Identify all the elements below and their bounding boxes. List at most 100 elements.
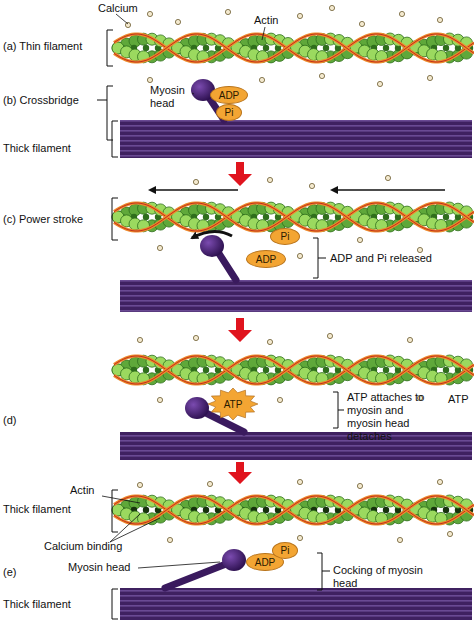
myosin-head xyxy=(185,397,209,419)
calcium-ion xyxy=(377,81,382,86)
calcium-ion xyxy=(297,13,302,18)
leader-line xyxy=(192,93,194,94)
part-label: Myosin head xyxy=(68,561,140,574)
thin-filament xyxy=(112,202,474,232)
thin-filament xyxy=(112,355,474,385)
actin-core xyxy=(323,507,329,513)
tropomyosin xyxy=(114,356,474,384)
calcium-ion xyxy=(417,247,422,252)
bracket xyxy=(112,121,118,157)
molecule-name: ADP xyxy=(255,557,276,568)
molecule-name: ADP xyxy=(219,90,240,101)
actin-core xyxy=(383,367,389,373)
atp-starburst: ATP xyxy=(207,387,259,421)
part-label: (e) xyxy=(3,566,33,579)
molecule-oval: ADP xyxy=(210,86,248,104)
calcium-ion xyxy=(357,483,362,488)
tropomyosin xyxy=(114,496,474,524)
calcium-ion xyxy=(147,11,152,16)
tropomyosin xyxy=(114,356,474,384)
actin-core xyxy=(203,45,209,51)
molecule-oval: Pi xyxy=(270,228,300,245)
calcium-ion xyxy=(207,481,212,486)
part-label: (b) Crossbridge xyxy=(3,94,98,107)
actin-core xyxy=(263,507,269,513)
part-label: Thick filament xyxy=(3,598,103,611)
leader-line xyxy=(110,514,160,542)
calcium-ion xyxy=(137,337,142,342)
thin-filament xyxy=(112,33,474,63)
part-label: Calcium binding xyxy=(44,540,144,553)
motion-arrow xyxy=(192,231,232,238)
actin-core xyxy=(203,507,209,513)
calcium-ion xyxy=(267,339,272,344)
actin-core xyxy=(383,214,389,220)
calcium-ion xyxy=(297,253,302,258)
calcium-ion xyxy=(319,73,324,78)
bracket xyxy=(107,30,113,66)
molecule-oval: Pi xyxy=(216,104,242,121)
tropomyosin xyxy=(114,356,474,384)
actin-core xyxy=(263,214,269,220)
thick-filament xyxy=(120,280,472,312)
part-label: Actin xyxy=(254,14,294,27)
calcium-ion xyxy=(399,11,404,16)
step-arrow xyxy=(228,462,252,484)
tropomyosin xyxy=(114,356,474,384)
myosin-neck xyxy=(165,564,226,588)
tropomyosin xyxy=(114,203,474,231)
tropomyosin xyxy=(114,496,474,524)
motion-arrow xyxy=(150,189,238,190)
bracket xyxy=(317,553,330,590)
calcium-ion xyxy=(157,397,162,402)
bracket xyxy=(313,238,326,278)
part-label: (d) xyxy=(3,414,33,427)
leader-line xyxy=(262,27,265,40)
actin-core xyxy=(443,45,449,51)
part-label: (c) Power stroke xyxy=(3,213,108,226)
actin-core xyxy=(323,367,329,373)
part-label: Thick filament xyxy=(3,142,103,155)
motion-arrow xyxy=(332,189,445,190)
actin-core xyxy=(323,45,329,51)
leader-line xyxy=(116,14,128,24)
calcium-ion xyxy=(167,537,172,542)
calcium-ion xyxy=(125,22,130,27)
part-label: ATP xyxy=(448,393,474,406)
actin-core xyxy=(443,214,449,220)
part-label: ADP and Pi released xyxy=(330,252,465,265)
bracket xyxy=(112,490,118,532)
calcium-ion xyxy=(329,5,334,10)
molecule-name: Pi xyxy=(225,107,234,118)
calcium-ion xyxy=(137,482,142,487)
actin-core xyxy=(443,367,449,373)
actin-core xyxy=(443,507,449,513)
tropomyosin xyxy=(114,34,474,62)
part-label: (a) Thin filament xyxy=(3,40,103,53)
calcium-ion xyxy=(327,333,332,338)
molecule-name: Pi xyxy=(281,231,290,242)
calcium-ion xyxy=(259,77,264,82)
bracket xyxy=(112,589,118,619)
molecule-oval: ADP xyxy=(246,250,286,268)
bracket xyxy=(112,198,118,240)
part-label: Myosin head xyxy=(150,84,194,110)
actin-core xyxy=(323,214,329,220)
tropomyosin xyxy=(114,496,474,524)
calcium-ion xyxy=(225,9,230,14)
calcium-ion xyxy=(157,245,162,250)
calcium-ion xyxy=(193,335,198,340)
leader-line xyxy=(138,562,220,568)
starburst-shape xyxy=(208,388,258,420)
calcium-ion xyxy=(277,397,282,402)
actin-core xyxy=(143,45,149,51)
myosin-head xyxy=(222,549,246,571)
actin-core xyxy=(143,507,149,513)
molecule-oval: Pi xyxy=(272,542,298,559)
tropomyosin xyxy=(114,34,474,62)
thick-filament xyxy=(120,588,472,620)
part-label: Actin xyxy=(70,484,110,497)
actin-core xyxy=(383,507,389,513)
leader-lines xyxy=(102,14,265,568)
